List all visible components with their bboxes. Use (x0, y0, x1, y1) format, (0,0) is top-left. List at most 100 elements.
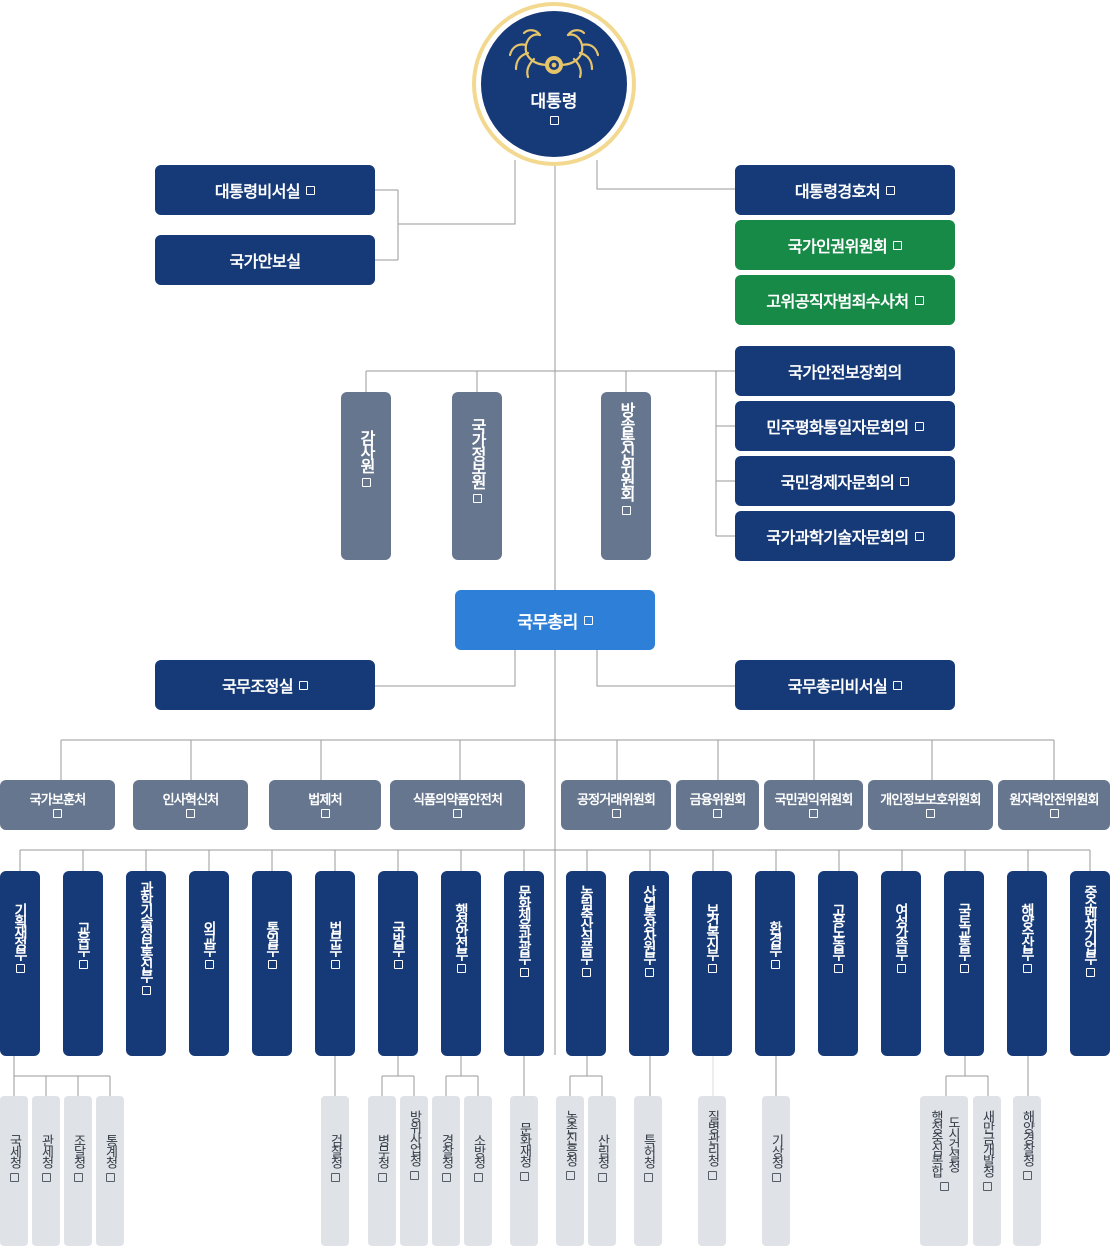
agency-item[interactable]: 통계청 (96, 1096, 124, 1246)
external-link-icon (519, 1172, 529, 1181)
ministry-item[interactable]: 교육부 (63, 871, 103, 1056)
office-label: 국무총리비서실 (787, 677, 888, 696)
ministry-item[interactable]: 여성가족부 (881, 871, 921, 1056)
ministry-item[interactable]: 통일부 (252, 871, 292, 1056)
external-link-icon (453, 809, 462, 818)
office-corruption-investigation[interactable]: 고위공직자범죄수사처 (735, 275, 955, 325)
office-label: 고위공직자범죄수사처 (766, 292, 909, 311)
level2-item[interactable]: 국가보훈처 (0, 780, 115, 830)
agency-board-of-audit[interactable]: 감사원 (341, 392, 391, 560)
agency-item[interactable]: 기상청 (762, 1096, 790, 1246)
level2-item[interactable]: 개인정보보호위원회 (868, 780, 993, 830)
external-link-icon (293, 680, 309, 690)
external-link-icon (809, 809, 818, 818)
council-economic[interactable]: 국민경제자문회의 (735, 456, 955, 506)
external-link-icon (1049, 809, 1059, 818)
level2-label: 인사혁신처 (162, 793, 220, 808)
agency-item[interactable]: 검찰청 (321, 1096, 349, 1246)
external-link-icon (982, 1182, 992, 1191)
external-link-icon (880, 185, 896, 195)
ministry-item[interactable]: 고용노동부 (818, 871, 858, 1056)
external-link-icon (73, 1173, 83, 1182)
agency-item[interactable]: 문화재청 (510, 1096, 538, 1246)
ministry-item[interactable]: 국토교통부 (944, 871, 984, 1056)
office-presidential-secretariat[interactable]: 대통령비서실 (155, 165, 375, 215)
ministry-item[interactable]: 중소벤처기업부 (1070, 871, 1110, 1056)
president-node[interactable]: 대통령 (472, 2, 636, 166)
ministry-item[interactable]: 외교부 (189, 871, 229, 1056)
level2-item[interactable]: 국민권익위원회 (764, 780, 863, 830)
agency-kcc[interactable]: 방송통신위원회 (601, 392, 651, 560)
agency-label: 방위사업청 (406, 1110, 422, 1165)
agency-nis[interactable]: 국가정보원 (452, 392, 502, 560)
ministry-label: 국방부 (390, 921, 406, 954)
office-pm-secretariat[interactable]: 국무총리비서실 (735, 660, 955, 710)
external-link-icon (959, 964, 969, 973)
ministry-item[interactable]: 환경부 (755, 871, 795, 1056)
ministry-item[interactable]: 행정안전부 (441, 871, 481, 1056)
ministry-item[interactable]: 농림축산식품부 (566, 871, 606, 1056)
level2-item[interactable]: 공정거래위원회 (561, 780, 671, 830)
external-link-icon (441, 1173, 451, 1182)
agency-item[interactable]: 병무청 (368, 1096, 396, 1246)
office-national-security[interactable]: 국가안보실 (155, 235, 375, 285)
agency-item[interactable]: 관세청 (32, 1096, 60, 1246)
level2-label: 공정거래위원회 (576, 793, 656, 808)
council-science-technology[interactable]: 국가과학기술자문회의 (735, 511, 955, 561)
agency-item[interactable]: 산림청 (588, 1096, 616, 1246)
ministry-item[interactable]: 과학기술정보통신부 (126, 871, 166, 1056)
agency-item[interactable]: 특허청 (634, 1096, 662, 1246)
external-link-icon (770, 960, 780, 969)
ministry-label: 국토교통부 (956, 903, 972, 958)
council-label: 국가안전보장회의 (788, 363, 902, 382)
level2-item[interactable]: 금융위원회 (676, 780, 759, 830)
ministry-label: 통일부 (264, 921, 280, 954)
president-label: 대통령 (530, 92, 578, 112)
agency-item[interactable]: 해양경찰청 (1013, 1096, 1041, 1246)
agency-item[interactable]: 조달청 (64, 1096, 92, 1246)
external-link-icon (896, 964, 906, 973)
external-link-icon (41, 1173, 51, 1182)
agency-item[interactable]: 농촌진흥청 (556, 1096, 584, 1246)
office-government-policy-coordination[interactable]: 국무조정실 (155, 660, 375, 710)
agency-label: 검찰청 (327, 1134, 343, 1167)
external-link-icon (887, 240, 903, 250)
ministry-label: 여성가족부 (893, 903, 909, 958)
agency-label: 농촌진흥청 (562, 1110, 578, 1165)
external-link-icon (707, 964, 717, 973)
ministry-label: 법무부 (327, 921, 343, 954)
ministry-item[interactable]: 국방부 (378, 871, 418, 1056)
prime-minister-node[interactable]: 국무총리 (455, 590, 655, 650)
level2-item[interactable]: 원자력안전위원회 (998, 780, 1110, 830)
ministry-item[interactable]: 보건복지부 (692, 871, 732, 1056)
ministry-item[interactable]: 기획재정부 (0, 871, 40, 1056)
office-human-rights-commission[interactable]: 국가인권위원회 (735, 220, 955, 270)
ministry-label: 중소벤처기업부 (1082, 885, 1098, 962)
council-unification[interactable]: 민주평화통일자문회의 (735, 401, 955, 451)
agency-label: 산림청 (594, 1134, 610, 1167)
external-link-icon (611, 809, 621, 818)
ministry-label: 해양수산부 (1019, 903, 1035, 958)
level2-label: 식품의약품안전처 (412, 793, 503, 808)
ministry-item[interactable]: 문화체육관광부 (504, 871, 544, 1056)
level2-item[interactable]: 식품의약품안전처 (390, 780, 525, 830)
agency-label: 질병관리청 (704, 1110, 720, 1165)
external-link-icon (1085, 968, 1095, 977)
level2-item[interactable]: 인사혁신처 (133, 780, 248, 830)
agency-item[interactable]: 질병관리청 (698, 1096, 726, 1246)
agency-item[interactable]: 새만금개발청 (973, 1096, 1001, 1246)
ministry-item[interactable]: 법무부 (315, 871, 355, 1056)
ministry-item[interactable]: 해양수산부 (1007, 871, 1047, 1056)
agency-item[interactable]: 국세청 (0, 1096, 28, 1246)
agency-item[interactable]: 소방청 (464, 1096, 492, 1246)
ministry-item[interactable]: 산업통상자원부 (629, 871, 669, 1056)
level2-label: 원자력안전위원회 (1009, 793, 1099, 808)
agency-item[interactable]: 경찰청 (432, 1096, 460, 1246)
office-presidential-security-service[interactable]: 대통령경호처 (735, 165, 955, 215)
agency-item[interactable]: 방위사업청 (400, 1096, 428, 1246)
ministry-label: 교육부 (75, 921, 91, 954)
council-national-security[interactable]: 국가안전보장회의 (735, 346, 955, 396)
level2-item[interactable]: 법제처 (269, 780, 381, 830)
